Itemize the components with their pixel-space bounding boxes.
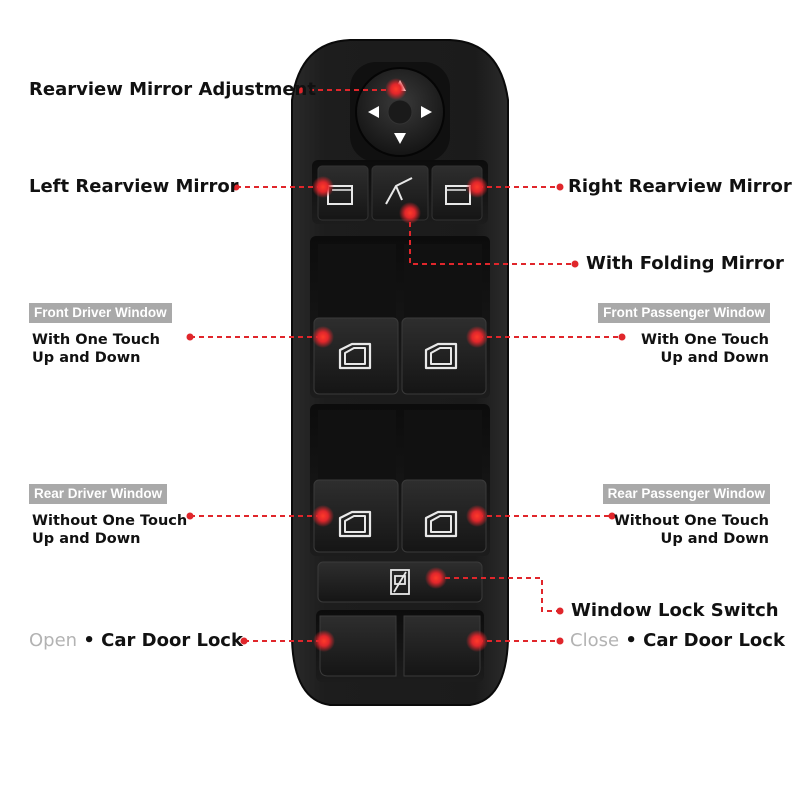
label-door-lock-close: Close • Car Door Lock [570, 630, 785, 652]
front-passenger-window-switch[interactable] [401, 317, 487, 395]
label-left-mirror: Left Rearview Mirror [29, 176, 239, 197]
label-mirror-adjustment: Rearview Mirror Adjustment [29, 79, 316, 100]
label-door-lock-open: Open • Car Door Lock [29, 630, 243, 652]
callout-markers [186, 78, 626, 652]
front-driver-window-switch[interactable] [313, 317, 399, 395]
front-driver-desc-2: Up and Down [32, 350, 141, 366]
front-passenger-desc-1: With One Touch [641, 332, 769, 348]
fold-mirror-icon [385, 177, 413, 205]
rear-driver-desc-2: Up and Down [32, 531, 141, 547]
front-driver-desc-1: With One Touch [32, 332, 160, 348]
label-window-lock: Window Lock Switch [571, 600, 779, 621]
door-lock-text: Car Door Lock [643, 630, 785, 651]
badge-front-passenger: Front Passenger Window [598, 303, 770, 323]
door-unlock-button[interactable] [319, 615, 397, 677]
left-mirror-icon [327, 185, 353, 205]
badge-rear-driver: Rear Driver Window [29, 484, 168, 504]
open-word: Open [29, 630, 78, 651]
door-lock-button[interactable] [403, 615, 481, 677]
door-lock-text: Car Door Lock [101, 630, 243, 651]
window-lock-icon [390, 569, 410, 595]
label-right-mirror: Right Rearview Mirror [568, 176, 792, 197]
front-passenger-desc-2: Up and Down [660, 350, 769, 366]
leader-lines [190, 89, 622, 642]
mirror-adjust-knob[interactable] [350, 62, 450, 162]
badge-rear-passenger: Rear Passenger Window [602, 484, 770, 504]
right-mirror-icon [445, 185, 471, 205]
rear-passenger-desc-2: Up and Down [660, 531, 769, 547]
badge-front-driver: Front Driver Window [29, 303, 172, 323]
rear-driver-desc-1: Without One Touch [32, 513, 188, 529]
label-folding-mirror: With Folding Mirror [586, 253, 784, 274]
close-word: Close [570, 630, 620, 651]
rear-passenger-desc-1: Without One Touch [613, 513, 769, 529]
bullet: • [83, 630, 95, 651]
bullet: • [625, 630, 637, 651]
